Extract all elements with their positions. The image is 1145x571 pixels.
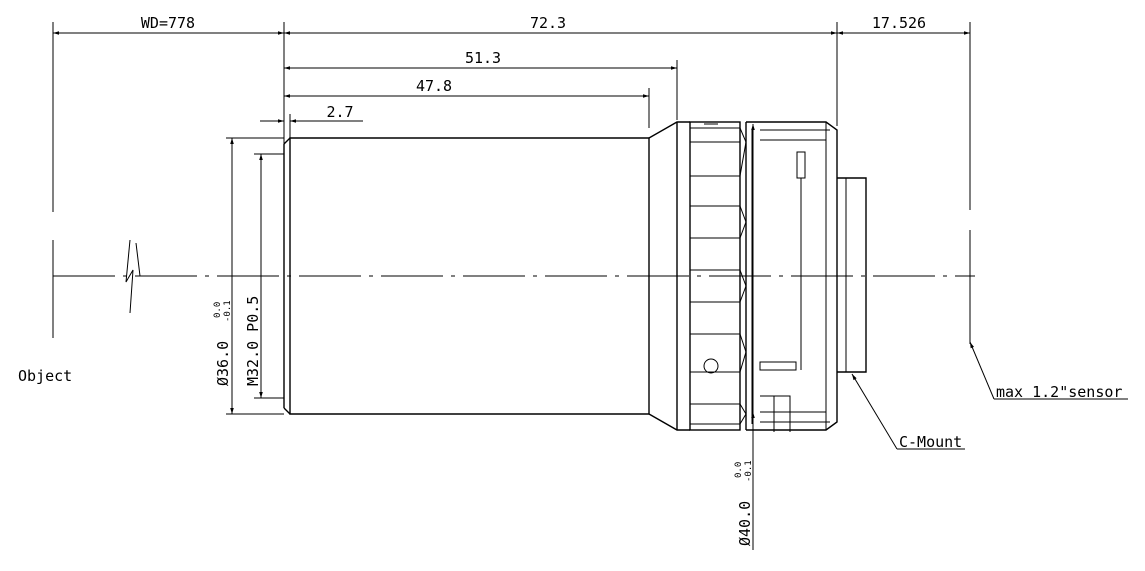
extension-lines xyxy=(52,22,971,415)
dia-40-label: Ø40.0 xyxy=(736,501,754,546)
dim-51: 51.3 xyxy=(284,49,677,70)
dim-wd: WD=778 xyxy=(53,14,284,35)
mount-label: C-Mount xyxy=(899,433,962,451)
wd-label: WD=778 xyxy=(141,14,195,32)
flange-back-label: 17.526 xyxy=(872,14,926,32)
mount-callout: C-Mount xyxy=(851,373,965,451)
dia-40-tol-lower: -0.1 xyxy=(744,460,754,482)
object-label: Object xyxy=(18,367,72,385)
len-47-label: 47.8 xyxy=(416,77,452,95)
len-2-7-label: 2.7 xyxy=(326,103,353,121)
len-51-label: 51.3 xyxy=(465,49,501,67)
dia-40-tol-upper: 0.0 xyxy=(734,462,744,478)
object-label-group: Object xyxy=(18,367,72,385)
dia-36-label: Ø36.0 xyxy=(214,341,232,386)
dim-overall-length: 72.3 xyxy=(284,14,837,35)
dia-36-tol-upper: 0.0 xyxy=(213,302,223,318)
lens-body xyxy=(283,121,867,432)
dim-flange-back: 17.526 xyxy=(837,14,970,35)
thread-label: M32.0 P0.5 xyxy=(244,296,262,386)
axis-break-symbol xyxy=(125,239,141,314)
overall-length-label: 72.3 xyxy=(530,14,566,32)
sensor-label: max 1.2"sensor xyxy=(996,383,1122,401)
dim-47: 47.8 xyxy=(284,77,649,98)
dim-2-7: 2.7 xyxy=(260,103,363,144)
dia-36-tol-lower: -0.1 xyxy=(223,300,233,322)
sensor-callout: max 1.2"sensor xyxy=(969,341,1128,401)
dim-dia-40: Ø40.0 0.0 -0.1 xyxy=(734,124,755,550)
